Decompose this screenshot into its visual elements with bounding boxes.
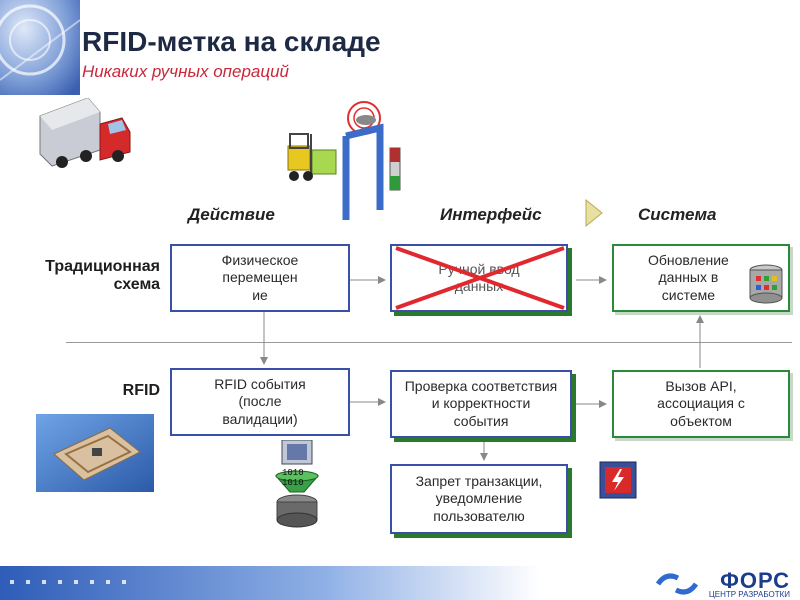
rfid-tag-icon [36,414,154,492]
box-validation-check: Проверка соответствия и корректности соб… [390,370,572,438]
chip-filter-icon [274,440,320,528]
box-events-line2: (после [238,393,282,410]
box-deny-line3: пользователю [433,507,525,524]
box-physical-line2: перемещен [222,269,298,286]
box-api-line1: Вызов API, [665,377,737,394]
box-api-call: Вызов API, ассоциация с объектом [612,370,790,438]
footer-decoration [0,566,540,600]
box-events-line3: валидации) [222,410,298,427]
box-physical-line1: Физическое [221,251,299,268]
corner-decoration [0,0,80,95]
logo-text: ФОРС [720,568,790,593]
row-label-traditional: Традиционная схема [10,258,160,294]
box-deny-line2: уведомление [435,490,523,507]
row-label-traditional-line1: Традиционная [45,258,160,275]
box-transaction-denial: Запрет транзакции, уведомление пользоват… [390,464,568,534]
column-header-interface: Интерфейс [440,205,542,224]
box-api-line2: ассоциация с [657,395,745,412]
page-title: RFID-метка на складе [82,26,381,57]
column-header-system: Система [638,205,717,224]
box-api-line3: объектом [670,412,732,429]
triangle-arrow-icon [585,198,603,228]
row-label-traditional-line2: схема [113,276,160,293]
rfid-gate-icon [342,101,401,220]
box-deny-line1: Запрет транзакции, [415,472,543,489]
box-update-line2: данных в [658,269,719,286]
box-update-line3: системе [661,286,716,303]
logo-tagline: ЦЕНТР РАЗРАБОТКИ [708,590,790,599]
chip-binary-line1: 1010 [282,468,304,478]
forklift-icon [287,133,337,181]
fors-logo-icon [655,573,699,595]
box-update-line1: Обновление [648,251,729,268]
box-check-line3: события [453,412,509,429]
box-events-line1: RFID события [214,375,306,392]
box-check-line1: Проверка соответствия [404,377,558,394]
box-physical-line3: ие [252,286,268,303]
column-header-action: Действие [188,205,275,224]
database-icon [749,264,783,304]
chip-binary-label: 1010 1010 [282,468,304,488]
page-subtitle: Никаких ручных операций [82,62,289,81]
chip-binary-line2: 1010 [282,478,304,488]
box-rfid-events: RFID события (после валидации) [170,368,350,436]
row-label-rfid: RFID [122,382,160,399]
truck-icon [39,98,131,168]
alert-icon [599,461,637,499]
box-check-line2: и корректности [431,395,531,412]
cross-out-icon [395,246,565,310]
row-separator [66,342,792,343]
box-physical-movement: Физическое перемещен ие [170,244,350,312]
